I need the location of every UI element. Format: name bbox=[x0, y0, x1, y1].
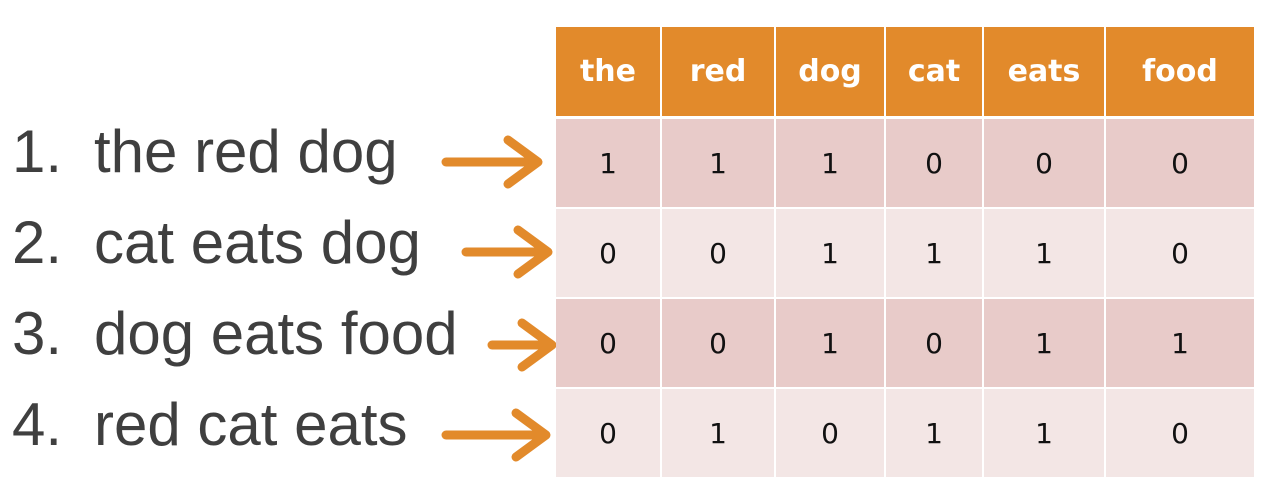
header-row: the red dog cat eats food bbox=[556, 27, 1254, 119]
arrow-1-icon bbox=[441, 135, 543, 189]
table-row: 0 1 0 1 1 0 bbox=[556, 389, 1254, 479]
table-cell: 1 bbox=[556, 119, 662, 209]
sentence-3: 3.dog eats food bbox=[12, 304, 458, 364]
column-header: the bbox=[556, 27, 662, 119]
sentence-number: 2. bbox=[12, 209, 63, 276]
table-cell: 0 bbox=[556, 209, 662, 299]
table-cell: 1 bbox=[776, 119, 886, 209]
table-cell: 0 bbox=[886, 119, 984, 209]
table-cell: 0 bbox=[886, 299, 984, 389]
sentence-text: red cat eats bbox=[94, 391, 408, 458]
table-cell: 1 bbox=[984, 389, 1106, 479]
table-cell: 0 bbox=[556, 389, 662, 479]
table-cell: 0 bbox=[662, 299, 776, 389]
sentence-list: 1.the red dog 2.cat eats dog 3.dog eats … bbox=[0, 0, 560, 501]
arrow-3-icon bbox=[487, 318, 557, 372]
column-header: cat bbox=[886, 27, 984, 119]
column-header: food bbox=[1106, 27, 1254, 119]
arrow-4-icon bbox=[441, 408, 551, 462]
column-header: red bbox=[662, 27, 776, 119]
sentence-1: 1.the red dog bbox=[12, 122, 398, 182]
sentence-text: dog eats food bbox=[94, 300, 458, 367]
sentence-number: 1. bbox=[12, 118, 63, 185]
sentence-text: cat eats dog bbox=[94, 209, 421, 276]
table-cell: 0 bbox=[556, 299, 662, 389]
table-cell: 0 bbox=[1106, 209, 1254, 299]
table-cell: 1 bbox=[984, 299, 1106, 389]
table-cell: 0 bbox=[662, 209, 776, 299]
sentence-text: the red dog bbox=[94, 118, 398, 185]
column-header: eats bbox=[984, 27, 1106, 119]
table-row: 1 1 1 0 0 0 bbox=[556, 119, 1254, 209]
arrows bbox=[441, 135, 557, 462]
table-cell: 0 bbox=[1106, 119, 1254, 209]
table-cell: 1 bbox=[776, 209, 886, 299]
sentence-4: 4.red cat eats bbox=[12, 395, 408, 455]
table-cell: 1 bbox=[984, 209, 1106, 299]
table-cell: 0 bbox=[1106, 389, 1254, 479]
table-cell: 0 bbox=[984, 119, 1106, 209]
table-cell: 1 bbox=[886, 209, 984, 299]
table-cell: 1 bbox=[886, 389, 984, 479]
table-cell: 1 bbox=[776, 299, 886, 389]
table-cell: 1 bbox=[1106, 299, 1254, 389]
sentence-number: 4. bbox=[12, 391, 63, 458]
table-cell: 1 bbox=[662, 119, 776, 209]
sentence-2: 2.cat eats dog bbox=[12, 213, 421, 273]
column-header: dog bbox=[776, 27, 886, 119]
bag-of-words-matrix: the red dog cat eats food 1 1 1 0 0 0 0 … bbox=[556, 27, 1254, 479]
table-cell: 0 bbox=[776, 389, 886, 479]
table-row: 0 0 1 1 1 0 bbox=[556, 209, 1254, 299]
arrow-2-icon bbox=[461, 225, 553, 279]
table-row: 0 0 1 0 1 1 bbox=[556, 299, 1254, 389]
table-cell: 1 bbox=[662, 389, 776, 479]
sentence-number: 3. bbox=[12, 300, 63, 367]
